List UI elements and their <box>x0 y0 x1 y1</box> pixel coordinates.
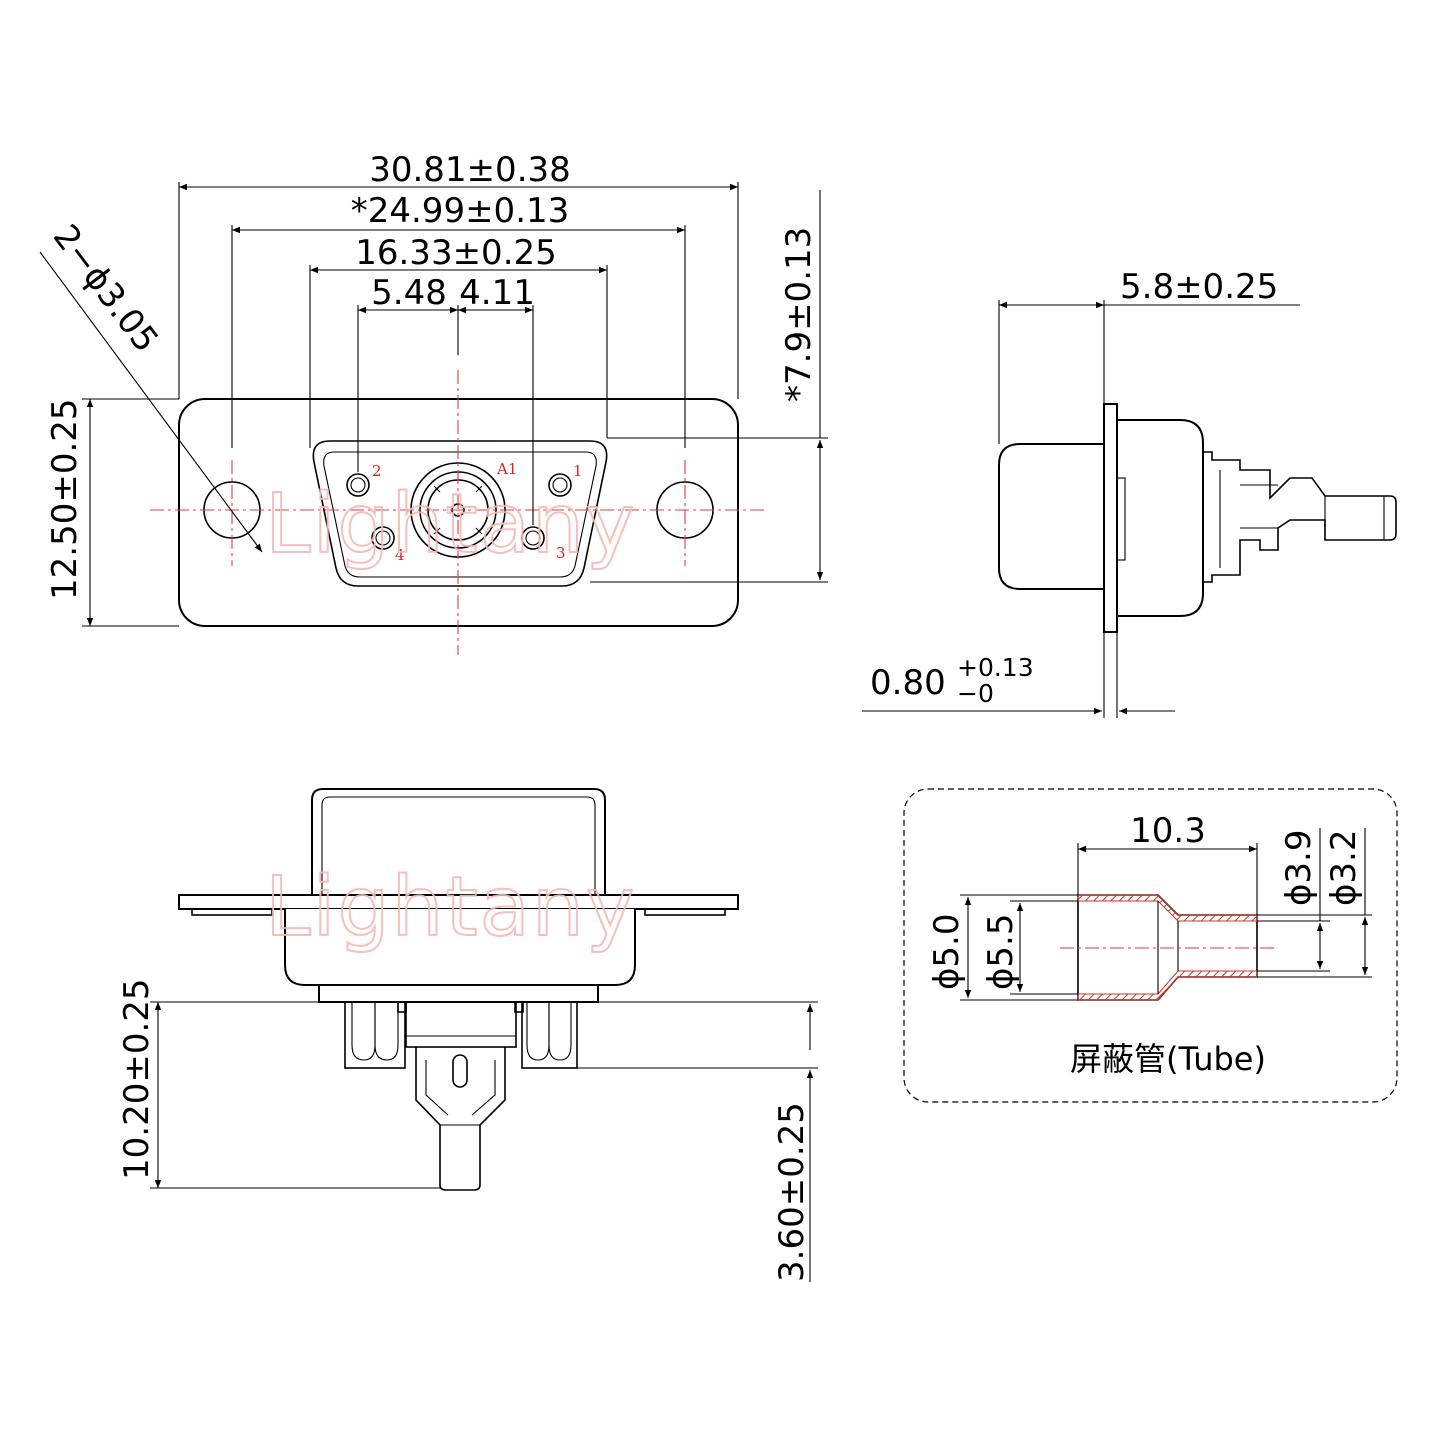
tol-lower: −0 <box>957 679 994 708</box>
bottom-insulator <box>318 984 599 1003</box>
side-view: 5.8±0.25 0.80 +0.13 −0 <box>862 267 1397 718</box>
dim-mount-holes: 2−ϕ3.05 <box>45 217 166 359</box>
pin-label-1: 1 <box>573 462 583 480</box>
dim-tube-d3: ϕ5.0 <box>927 914 967 991</box>
tube-hatch-bottom <box>1077 970 1258 1001</box>
tube-detail-frame <box>903 788 1398 1103</box>
bottom-coax-contact <box>397 1001 524 1191</box>
pin-label-3: 3 <box>556 544 566 562</box>
d-shell-inner <box>323 451 597 578</box>
side-shell-front <box>998 443 1105 590</box>
bottom-signal-pins-left <box>344 1001 406 1069</box>
pin-4 <box>371 526 395 550</box>
front-view: 1 2 3 4 A1 30.81±0.38 *24.99±0.13 16.33±… <box>39 150 828 655</box>
dim-shell-height: *7.9±0.13 <box>779 227 819 402</box>
tol-upper: +0.13 <box>957 653 1034 682</box>
tube-detail: 10.3 ϕ3.9 ϕ3.2 ϕ5.0 ϕ5.5 屏蔽管(Tube) <box>903 788 1398 1103</box>
side-shell-rear <box>1116 419 1204 617</box>
dim-pin-right: 4.11 <box>459 273 535 313</box>
pin-label-a1: A1 <box>496 460 517 478</box>
dim-tube-length: 10.3 <box>1130 811 1206 851</box>
dim-tube-d2: ϕ3.2 <box>1324 830 1364 907</box>
bottom-view: 10.20±0.25 3.60±0.25 Lightany <box>117 788 818 1282</box>
pin-3 <box>521 526 545 550</box>
pin-2 <box>346 473 370 497</box>
bottom-shell-top <box>311 788 606 895</box>
bottom-signal-pins-right <box>521 1001 578 1069</box>
dim-total-height: 10.20±0.25 <box>117 978 157 1180</box>
dim-tube-d4: ϕ5.5 <box>981 914 1021 991</box>
dim-flange-thickness: 0.80 <box>870 663 946 703</box>
dim-shell-width: 16.33±0.25 <box>355 233 557 273</box>
pin-1 <box>548 473 572 497</box>
watermark-front: Lightany <box>265 477 636 572</box>
d-shell-outer <box>312 440 608 587</box>
pin-label-2: 2 <box>372 462 382 480</box>
side-contact <box>1203 451 1397 583</box>
pin-label-4: 4 <box>395 546 405 564</box>
dim-pin-height: 3.60±0.25 <box>772 1102 812 1282</box>
tube-hatch-top <box>1077 894 1258 922</box>
tube-caption: 屏蔽管(Tube) <box>1070 1040 1266 1078</box>
dim-overall-width: 30.81±0.38 <box>369 150 571 190</box>
side-flange <box>1103 403 1118 633</box>
dim-mount-spacing: *24.99±0.13 <box>351 191 570 231</box>
dim-tube-d1: ϕ3.9 <box>1279 830 1319 907</box>
watermark-bottom: Lightany <box>265 860 636 955</box>
dim-depth: 5.8±0.25 <box>1120 267 1278 307</box>
dim-flange-height: 12.50±0.25 <box>45 398 85 600</box>
dim-pin-left: 5.48 <box>371 273 447 313</box>
